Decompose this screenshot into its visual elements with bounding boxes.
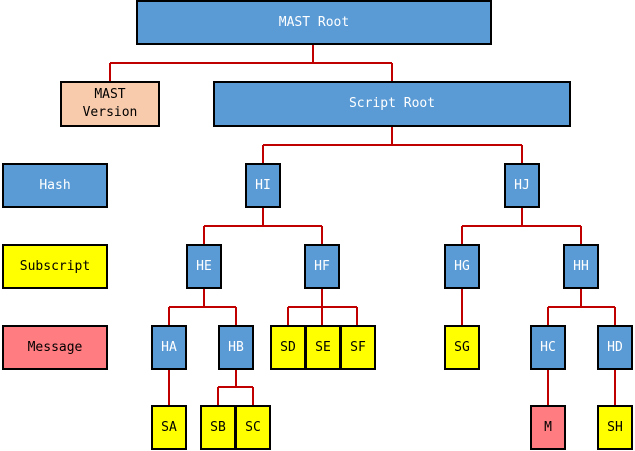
hash-node-hc: HC [530, 325, 566, 370]
hash-node-hj: HJ [504, 163, 540, 208]
hash-node-hg: HG [444, 244, 480, 289]
hash-node-hf: HF [304, 244, 340, 289]
hash-node-ha: HA [151, 325, 187, 370]
legend-hash: Hash [2, 163, 108, 208]
subscript-node-sf: SF [340, 325, 376, 370]
hash-node-hi: HI [245, 163, 281, 208]
script-root-node: Script Root [213, 81, 571, 127]
hash-node-hh: HH [563, 244, 599, 289]
hash-node-hb: HB [218, 325, 254, 370]
subscript-node-sg: SG [444, 325, 480, 370]
subscript-node-sb: SB [200, 405, 236, 450]
subscript-node-sh: SH [597, 405, 633, 450]
mast-root-node: MAST Root [136, 0, 492, 45]
subscript-node-se: SE [305, 325, 341, 370]
mast-version-node: MAST Version [60, 81, 160, 127]
legend-message: Message [2, 325, 108, 370]
legend-subscript: Subscript [2, 244, 108, 289]
subscript-node-sa: SA [151, 405, 187, 450]
subscript-node-sd: SD [270, 325, 306, 370]
message-node-m: M [530, 405, 566, 450]
subscript-node-sc: SC [235, 405, 271, 450]
hash-node-he: HE [186, 244, 222, 289]
hash-node-hd: HD [597, 325, 633, 370]
